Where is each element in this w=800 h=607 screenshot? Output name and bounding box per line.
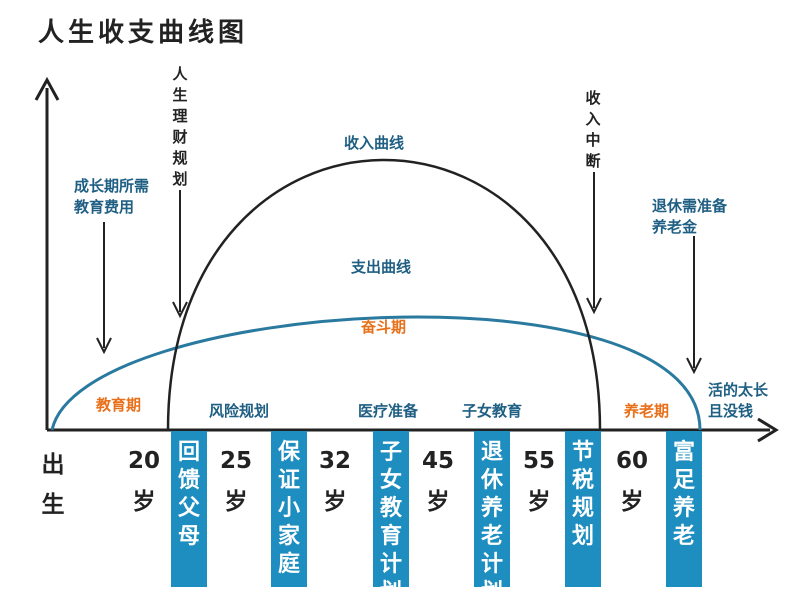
live-too-long-label: 活的太长 且没钱	[708, 381, 769, 420]
bar-retirement-plan: 退休养老计划	[474, 431, 510, 605]
age-20-unit: 岁	[132, 489, 156, 515]
x-axis-arrow-icon	[757, 417, 779, 443]
age-32-unit: 岁	[323, 489, 347, 515]
retirement-phase-label: 养老期	[624, 402, 670, 420]
medical-plan-label: 医疗准备	[358, 402, 419, 420]
financial-planning-label: 人生理财规划	[172, 65, 188, 188]
age-25: 25 岁	[218, 448, 254, 516]
growth-cost-label: 成长期所需 教育费用	[74, 177, 150, 216]
age-20-number: 20	[127, 448, 160, 474]
expense-curve	[50, 315, 702, 431]
struggle-phase-label: 奋斗期	[361, 318, 407, 336]
bar-retirement-plan-text: 退休养老计划	[480, 440, 503, 605]
age-55: 55 岁	[521, 448, 557, 516]
retirement-fund-label: 退休需准备 养老金	[652, 197, 728, 236]
risk-plan-label: 风险规划	[209, 402, 270, 420]
income-stop-arrow-icon	[586, 297, 602, 315]
children-edu-label: 子女教育	[462, 402, 523, 420]
age-20: 20 岁	[126, 448, 162, 516]
age-45: 45 岁	[420, 448, 456, 516]
age-25-unit: 岁	[224, 489, 248, 515]
age-60: 60 岁	[614, 448, 650, 516]
income-stop-label: 收入中断	[585, 89, 601, 170]
bar-rich-retirement: 富足养老	[666, 431, 702, 587]
bar-tax-plan: 节税规划	[565, 431, 601, 587]
income-curve	[166, 158, 602, 431]
bar-repay-parents: 回馈父母	[171, 431, 207, 587]
bar-rich-retirement-text: 富足养老	[672, 440, 695, 549]
expense-curve-label: 支出曲线	[351, 258, 412, 276]
age-25-number: 25	[219, 448, 252, 474]
education-phase-label: 教育期	[96, 396, 142, 414]
income-curve-label: 收入曲线	[344, 134, 405, 152]
birth-label: 出生	[41, 452, 65, 518]
age-32: 32 岁	[317, 448, 353, 516]
age-55-unit: 岁	[527, 489, 551, 515]
bar-protect-family-text: 保证小家庭	[277, 440, 300, 577]
age-45-number: 45	[421, 448, 454, 474]
growth-cost-arrow-icon	[96, 337, 112, 355]
bar-protect-family: 保证小家庭	[271, 431, 307, 587]
bar-repay-parents-text: 回馈父母	[177, 440, 200, 549]
age-60-number: 60	[615, 448, 648, 474]
bar-tax-plan-text: 节税规划	[571, 440, 594, 549]
planning-arrow-icon	[172, 301, 188, 319]
age-55-number: 55	[522, 448, 555, 474]
age-45-unit: 岁	[426, 489, 450, 515]
retirement-fund-arrow-icon	[686, 357, 702, 375]
y-axis-arrow-icon	[34, 76, 60, 101]
page-title: 人生收支曲线图	[38, 18, 249, 48]
age-32-number: 32	[318, 448, 351, 474]
bar-children-edu-plan-text: 子女教育计划	[379, 440, 402, 605]
age-60-unit: 岁	[620, 489, 644, 515]
bar-children-edu-plan: 子女教育计划	[373, 431, 409, 605]
